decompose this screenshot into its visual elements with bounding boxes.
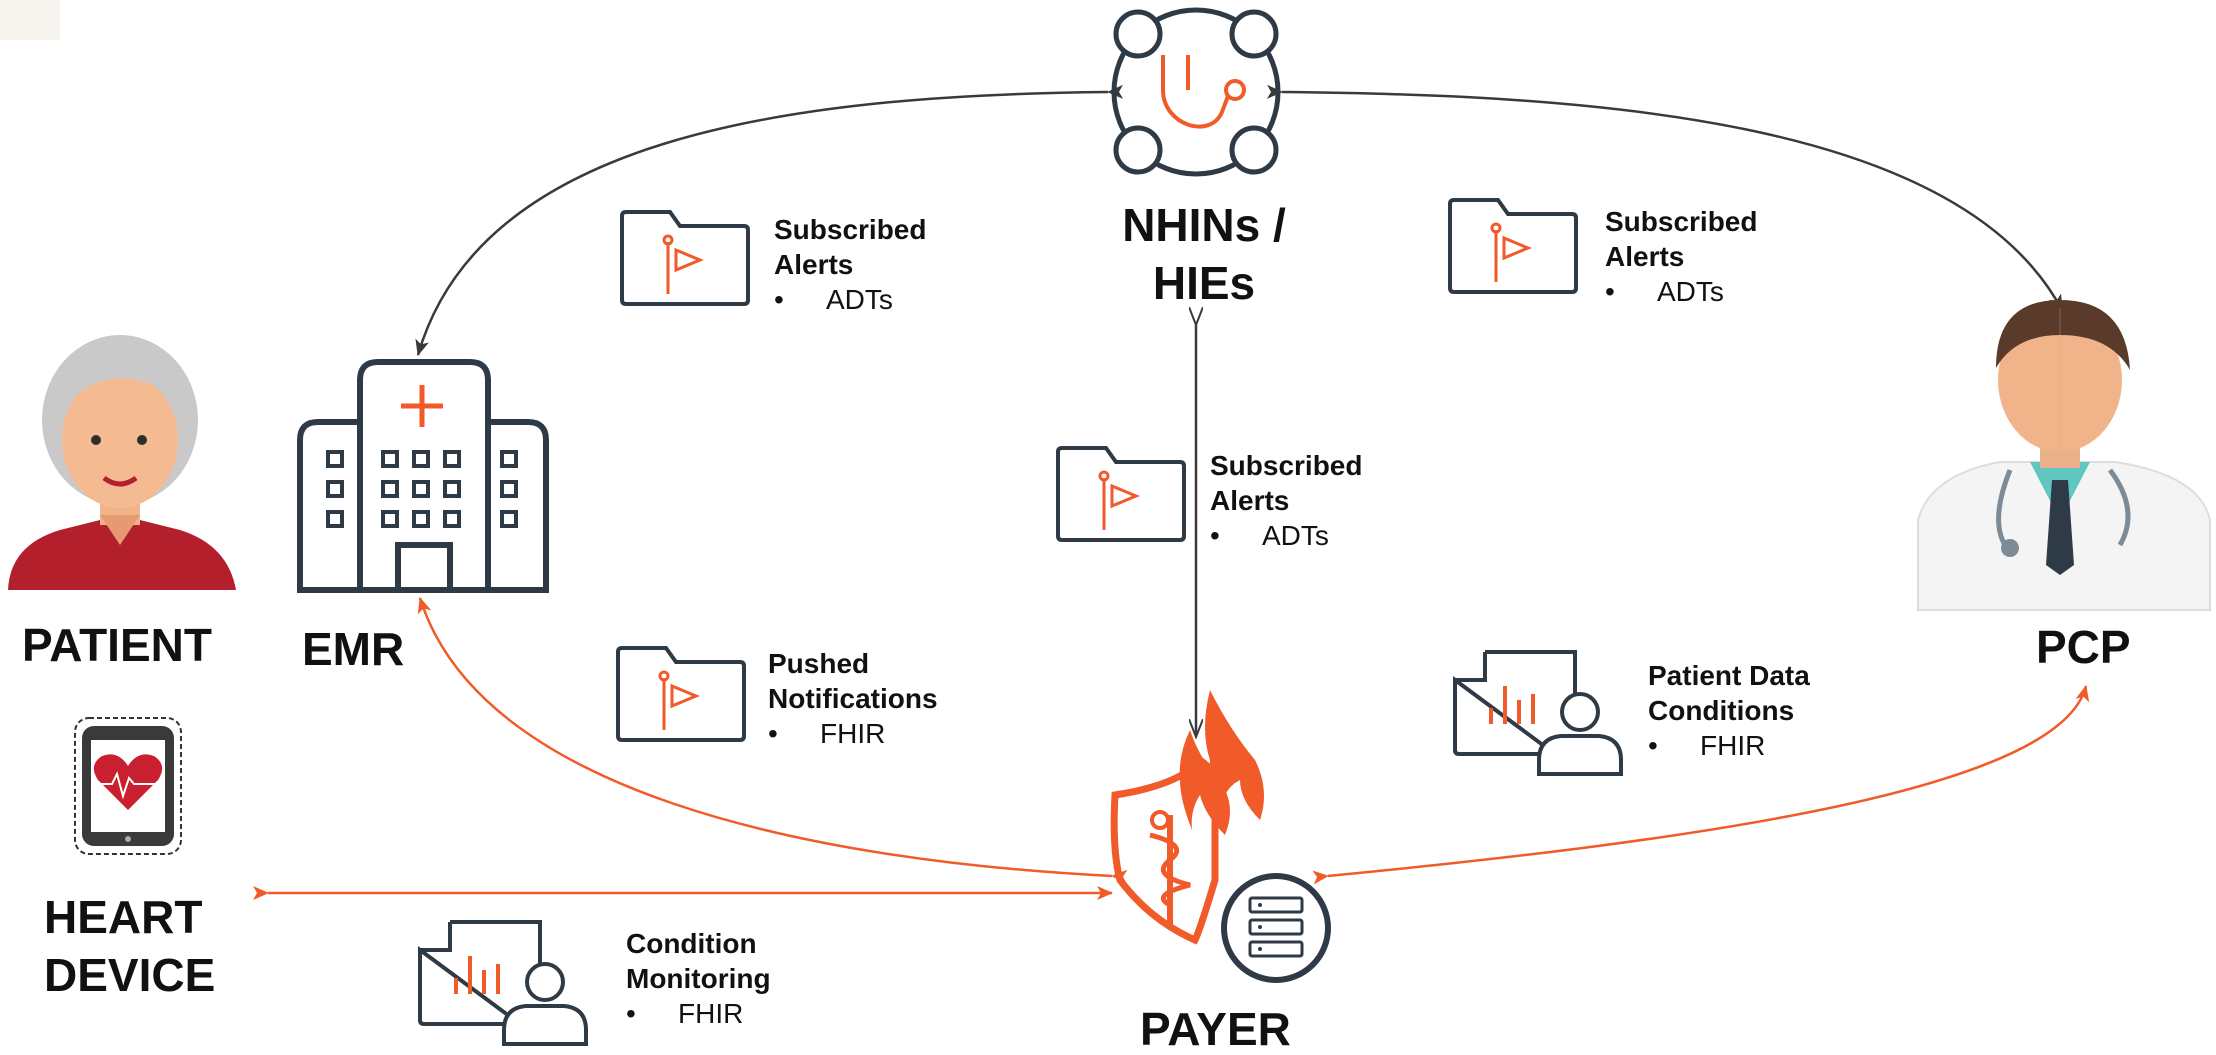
flag-folder-icon [620,210,750,306]
flow-item: ADTs [1657,276,1724,307]
arrow-payer-emr [417,597,1128,884]
payer-label: PAYER [1140,1003,1291,1055]
flow-item: ADTs [1262,520,1329,551]
flow-item: ADTs [826,284,893,315]
doctor-avatar-icon [1917,300,2211,611]
flag-folder-icon [1056,446,1186,542]
flow-item: FHIR [820,718,886,749]
flow-bullet-item: • ADTs [1210,518,1362,553]
emr-label: EMR [302,623,405,675]
bullet-dot: • [774,284,784,315]
flow-title-line2: Notifications [768,683,938,714]
chart-report-user-icon [418,920,588,1046]
flow-title-line1: Pushed [768,648,870,679]
flow-title-line2: Monitoring [626,963,771,994]
nhin-label-line1: NHINs / [1122,199,1286,251]
flow-title-line2: Conditions [1648,695,1795,726]
patient-label: PATIENT [22,619,212,671]
flag-folder-icon [1448,198,1578,294]
flow-bullet-item: • FHIR [626,996,771,1031]
flow-item: FHIR [1700,730,1766,761]
corner-texture [0,0,60,40]
arrow-payer-pcp [1312,685,2090,885]
flow-bullet-item: • FHIR [1648,728,1810,763]
heart-device-label-line1: HEART [44,891,203,943]
heart-device-label-line2: DEVICE [44,949,216,1001]
flow-item: FHIR [678,998,744,1029]
heart-monitor-tablet-icon [74,717,182,855]
flow-title-line1: Subscribed [1210,450,1363,481]
flow-alerts-left: Subscribed Alerts • ADTs [774,212,926,317]
flow-title-line1: Patient Data [1648,660,1810,691]
flow-bullet-item: • ADTs [774,282,926,317]
bullet-dot: • [1648,730,1658,761]
arrow-nhin-to-pcp [1266,84,2064,311]
pcp-label: PCP [2036,621,2131,673]
flow-alerts-center: Subscribed Alerts • ADTs [1210,448,1362,553]
bullet-dot: • [1210,520,1220,551]
flow-title-line1: Subscribed [774,214,927,245]
nhin-label-line2: HIEs [1152,257,1256,309]
payer-shield-server-icon [1110,690,1331,983]
stethoscope-network-icon [1111,7,1281,177]
flag-folder-icon [616,646,746,742]
bullet-dot: • [768,718,778,749]
flow-patient-data: Patient Data Conditions • FHIR [1648,658,1810,763]
bullet-dot: • [1605,276,1615,307]
flow-pushed-notifications: Pushed Notifications • FHIR [768,646,938,751]
hospital-icon [297,359,549,593]
flow-alerts-right: Subscribed Alerts • ADTs [1605,204,1757,309]
flow-title-line2: Alerts [774,249,854,280]
nhin-label: NHINs / HIEs [1094,196,1314,312]
flow-bullet-item: • FHIR [768,716,938,751]
chart-report-user-icon [1453,650,1623,776]
flow-title-line1: Subscribed [1605,206,1758,237]
flow-title-line1: Condition [626,928,757,959]
flow-condition-monitoring: Condition Monitoring • FHIR [626,926,771,1031]
flow-bullet-item: • ADTs [1605,274,1757,309]
flow-title-line2: Alerts [1210,485,1290,516]
heart-device-label: HEART DEVICE [44,888,215,1004]
patient-avatar-icon [8,335,236,590]
bullet-dot: • [626,998,636,1029]
flow-title-line2: Alerts [1605,241,1685,272]
arrow-nhin-to-emr [415,84,1124,356]
